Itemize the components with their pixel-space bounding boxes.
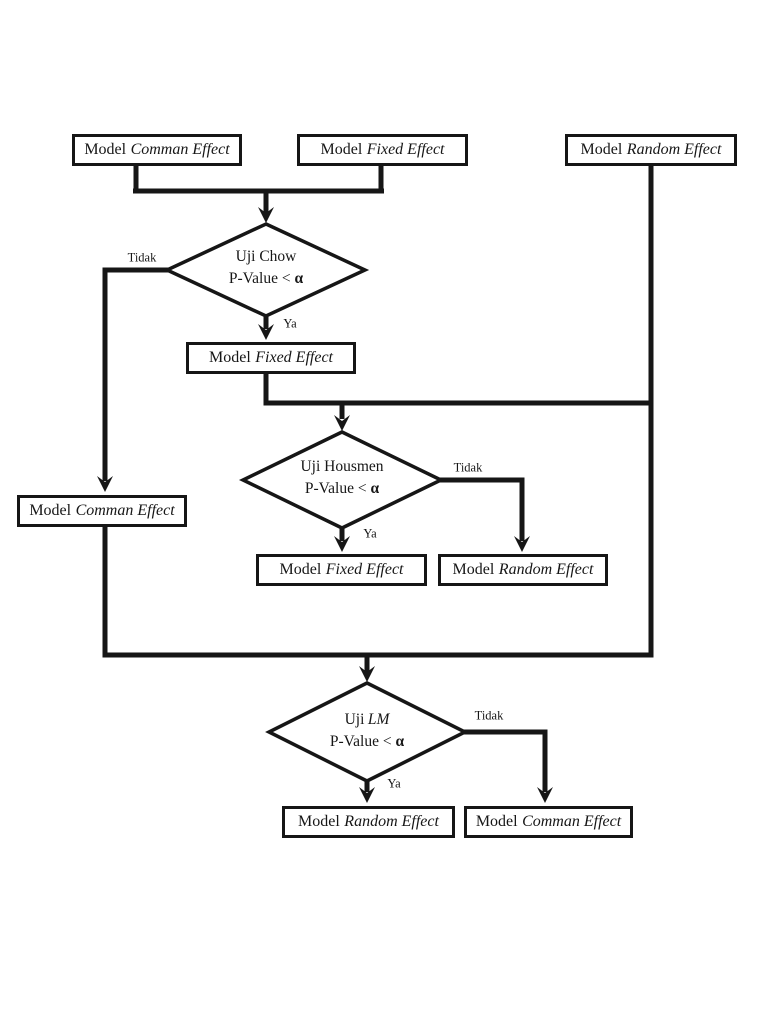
node-label-prefix: Model bbox=[298, 813, 340, 830]
decision-lm-diamond bbox=[265, 681, 469, 783]
edge-rail-random-to-lm bbox=[102, 164, 654, 658]
arrowhead-into-lm bbox=[359, 666, 375, 682]
node-label-prefix: Model bbox=[84, 141, 127, 158]
node-label-name: Fixed Effect bbox=[366, 141, 445, 158]
node-lm-common-effect: Model Comman Effect bbox=[464, 806, 633, 838]
arrowhead-hausman-no bbox=[514, 536, 530, 552]
node-top-random-effect: Model Random Effect bbox=[565, 134, 737, 166]
alpha-symbol: α bbox=[294, 270, 304, 287]
edge-lm-no bbox=[463, 729, 548, 792]
node-label-name: Random Effect bbox=[626, 141, 722, 158]
node-hausman-random-effect: Model Random Effect bbox=[438, 554, 608, 586]
node-lm-random-effect: Model Random Effect bbox=[282, 806, 455, 838]
decision-title-em: LM bbox=[367, 711, 390, 728]
decision-title: Uji Housmen bbox=[300, 458, 384, 475]
node-label-prefix: Model bbox=[475, 813, 518, 830]
edge-top-merge bbox=[133, 163, 384, 213]
decision-chow-text: Uji Chow P-Value <α bbox=[229, 246, 303, 290]
condition-text: P-Value < bbox=[228, 270, 291, 287]
arrowhead-chow-yes bbox=[258, 324, 274, 340]
edge-label-hausman-no: Tidak bbox=[453, 460, 483, 475]
edge-feed-hausman bbox=[263, 374, 651, 419]
node-label-name: Comman Effect bbox=[130, 141, 230, 158]
node-label-name: Random Effect bbox=[344, 813, 439, 830]
node-top-common-effect: Model Comman Effect bbox=[72, 134, 242, 166]
edge-chow-no bbox=[102, 267, 169, 481]
decision-title: Uji Chow bbox=[235, 248, 297, 265]
node-top-fixed-effect: Model Fixed Effect bbox=[297, 134, 468, 166]
edge-hausman-no bbox=[439, 477, 525, 541]
arrowhead-chow-no bbox=[97, 476, 113, 492]
arrowhead-into-hausman bbox=[334, 415, 350, 431]
decision-hausman-diamond bbox=[238, 430, 446, 530]
alpha-symbol: α bbox=[395, 733, 405, 750]
node-label-prefix: Model bbox=[209, 349, 251, 366]
edge-label-hausman-yes: Ya bbox=[363, 526, 377, 541]
node-label-prefix: Model bbox=[279, 561, 322, 578]
decision-condition: P-Value <α bbox=[330, 731, 404, 753]
node-label-prefix: Model bbox=[320, 141, 363, 158]
decision-condition: P-Value <α bbox=[300, 478, 383, 500]
decision-title-prefix: Uji bbox=[344, 711, 365, 728]
arrowhead-hausman-yes bbox=[334, 536, 350, 552]
decision-hausman-text: Uji Housmen P-Value <α bbox=[300, 456, 383, 500]
arrowhead-into-chow bbox=[258, 207, 274, 223]
node-hausman-fixed-effect: Model Fixed Effect bbox=[256, 554, 427, 586]
condition-text: P-Value < bbox=[304, 480, 367, 497]
node-label-name: Fixed Effect bbox=[325, 561, 404, 578]
alpha-symbol: α bbox=[370, 480, 380, 497]
edge-label-chow-yes: Ya bbox=[283, 316, 297, 331]
node-label-name: Comman Effect bbox=[522, 813, 622, 830]
arrowhead-lm-no bbox=[537, 787, 553, 803]
edge-label-lm-yes: Ya bbox=[387, 776, 401, 791]
node-label-prefix: Model bbox=[29, 502, 72, 519]
node-label-prefix: Model bbox=[452, 561, 495, 578]
node-chow-fixed-effect: Model Fixed Effect bbox=[186, 342, 356, 374]
edge-label-lm-no: Tidak bbox=[474, 708, 504, 723]
node-label-name: Fixed Effect bbox=[255, 349, 333, 366]
decision-condition: P-Value <α bbox=[229, 268, 303, 290]
edge-label-chow-no: Tidak bbox=[127, 250, 157, 265]
node-label-name: Random Effect bbox=[498, 561, 594, 578]
node-chow-common-effect: Model Comman Effect bbox=[17, 495, 187, 527]
condition-text: P-Value < bbox=[329, 733, 392, 750]
decision-chow-diamond bbox=[162, 222, 370, 318]
arrowhead-lm-yes bbox=[359, 787, 375, 803]
node-label-name: Comman Effect bbox=[75, 502, 175, 519]
node-label-prefix: Model bbox=[580, 141, 623, 158]
